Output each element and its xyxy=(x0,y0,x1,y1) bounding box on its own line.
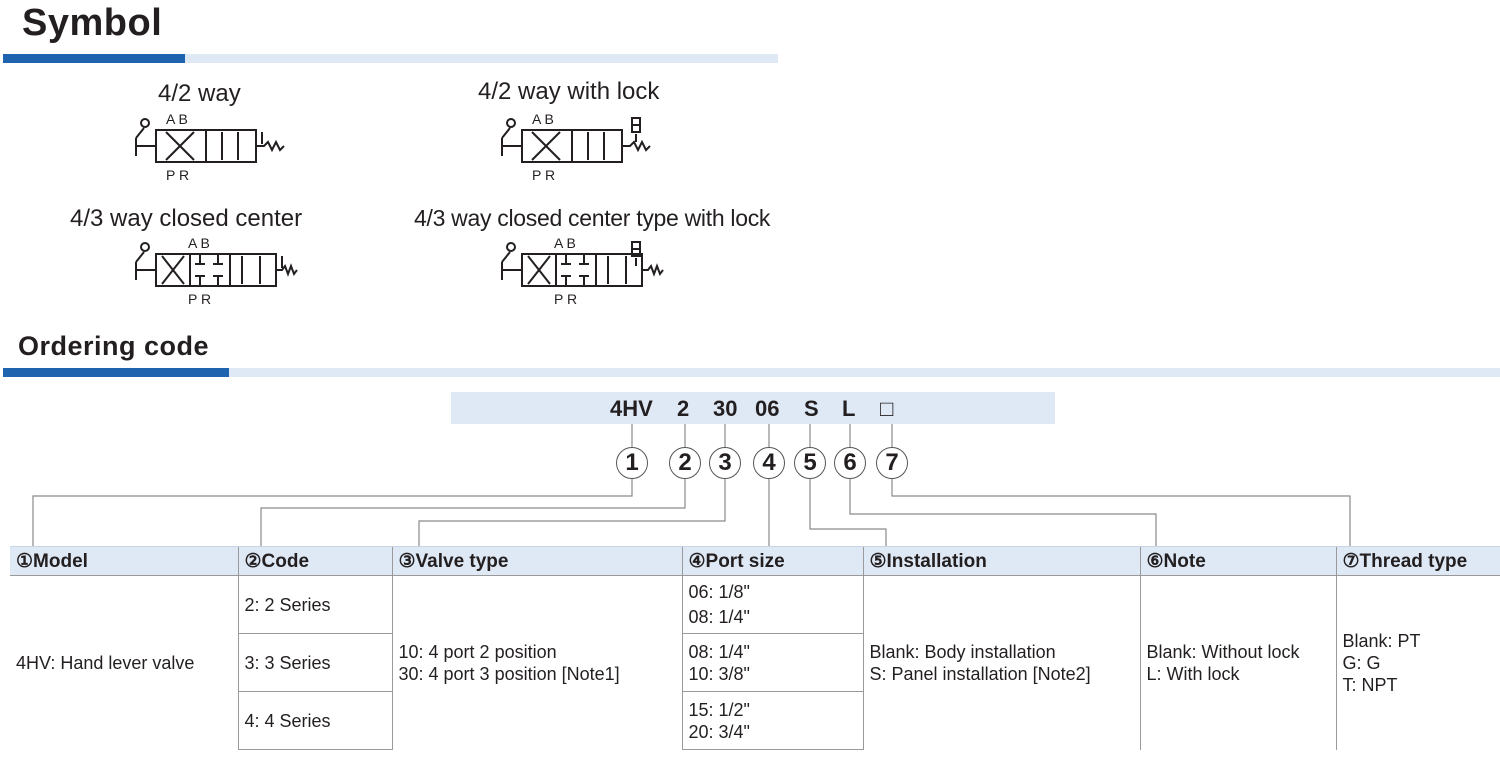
port-label-bottom: P R xyxy=(554,291,577,307)
cell-note: Blank: Without lock L: With lock xyxy=(1139,575,1336,750)
cell-thread-type: Blank: PT G: G T: NPT xyxy=(1335,575,1500,750)
port-label-bottom: P R xyxy=(166,167,189,183)
port-size-line: 08: 1/4" xyxy=(688,641,750,662)
port-label-bottom: P R xyxy=(532,167,555,183)
port-size-line: 10: 3/8" xyxy=(688,663,750,684)
code-part-thread: □ xyxy=(880,396,894,421)
ordering-circle-5: 5 xyxy=(794,447,826,479)
ordering-circle-1: 1 xyxy=(616,447,648,479)
port-size-line: 15: 1/2" xyxy=(688,699,750,720)
port-size-line: 06: 1/8" xyxy=(688,581,750,602)
cell-port-size: 08: 1/4" 10: 3/8" xyxy=(681,633,863,692)
cell-model: 4HV: Hand lever valve xyxy=(10,575,238,750)
installation-line: Blank: Body installation xyxy=(869,641,1056,662)
thread-line: G: G xyxy=(1342,652,1381,673)
symbol-title-bar xyxy=(3,54,185,63)
header-valve-type: ③Valve type xyxy=(391,546,682,576)
code-part-note: L xyxy=(842,396,856,421)
port-label-top: A B xyxy=(166,111,188,127)
thread-line: T: NPT xyxy=(1342,674,1398,695)
cell-installation: Blank: Body installation S: Panel instal… xyxy=(862,575,1140,750)
header-note: ⑥Note xyxy=(1139,546,1336,576)
symbol-title-bar-light xyxy=(185,54,778,63)
symbol-label-43-lock: 4/3 way closed center type with lock xyxy=(414,205,771,231)
symbol-label-43: 4/3 way closed center xyxy=(70,205,303,232)
installation-line: S: Panel installation [Note2] xyxy=(869,663,1091,684)
thread-line: Blank: PT xyxy=(1342,630,1421,651)
valve-symbol-42-lock-icon: A B P R xyxy=(501,111,651,183)
port-label-top: A B xyxy=(532,111,554,127)
cell-code: 2: 2 Series xyxy=(237,575,392,634)
port-label-bottom: P R xyxy=(188,291,211,307)
table-row: 4: 4 Series 15: 1/2" 20: 3/4" xyxy=(10,691,1500,750)
ordering-table: ①Model ②Code ③Valve type ④Port size ⑤Ins… xyxy=(10,546,1500,750)
port-label-top: A B xyxy=(188,235,210,251)
table-row: 3: 3 Series 08: 1/4" 10: 3/8" xyxy=(10,633,1500,692)
note-line: L: With lock xyxy=(1146,663,1240,684)
ordering-code-bar xyxy=(451,392,1055,424)
code-part-valve: 30 xyxy=(713,396,738,421)
valve-symbol-43-lock-icon: A B P R xyxy=(501,235,664,307)
cell-port-size: 15: 1/2" 20: 3/4" xyxy=(681,691,863,750)
header-model: ①Model xyxy=(10,546,238,576)
valve-symbol-43-icon: A B P R xyxy=(135,235,298,307)
code-part-model: 4HV xyxy=(610,396,653,421)
code-part-port: 06 xyxy=(755,396,780,421)
cell-code: 3: 3 Series xyxy=(237,633,392,692)
valve-symbol-42-icon: A B P R xyxy=(135,111,285,183)
cell-code: 4: 4 Series xyxy=(237,691,392,750)
symbol-label-42-lock: 4/2 way with lock xyxy=(478,78,660,105)
cell-valve-type: 10: 4 port 2 position 30: 4 port 3 posit… xyxy=(391,575,682,750)
cell-port-size: 06: 1/8" 08: 1/4" xyxy=(681,575,863,634)
valve-type-line: 30: 4 port 3 position [Note1] xyxy=(398,663,620,684)
symbol-label-42: 4/2 way xyxy=(158,80,241,107)
code-part-install: S xyxy=(804,396,819,421)
ordering-circle-4: 4 xyxy=(753,447,785,479)
ordering-circle-3: 3 xyxy=(709,447,741,479)
ordering-title: Ordering code xyxy=(18,331,210,361)
header-port-size: ④Port size xyxy=(681,546,863,576)
ordering-circle-2: 2 xyxy=(669,447,701,479)
header-thread-type: ⑦Thread type xyxy=(1335,546,1500,576)
table-header-row: ①Model ②Code ③Valve type ④Port size ⑤Ins… xyxy=(10,546,1500,576)
port-label-top: A B xyxy=(554,235,576,251)
valve-type-line: 10: 4 port 2 position xyxy=(398,641,557,662)
port-size-line: 08: 1/4" xyxy=(688,606,750,627)
ordering-title-bar xyxy=(3,368,229,377)
ordering-circle-7: 7 xyxy=(876,447,908,479)
header-installation: ⑤Installation xyxy=(862,546,1140,576)
symbol-title: Symbol xyxy=(22,2,163,44)
port-size-line: 20: 3/4" xyxy=(688,721,750,742)
table-row: 4HV: Hand lever valve 2: 2 Series 10: 4 … xyxy=(10,575,1500,750)
header-code: ②Code xyxy=(237,546,392,576)
note-line: Blank: Without lock xyxy=(1146,641,1300,662)
ordering-title-bar-light xyxy=(229,368,1500,377)
code-part-code: 2 xyxy=(677,396,690,421)
ordering-circle-6: 6 xyxy=(834,447,866,479)
